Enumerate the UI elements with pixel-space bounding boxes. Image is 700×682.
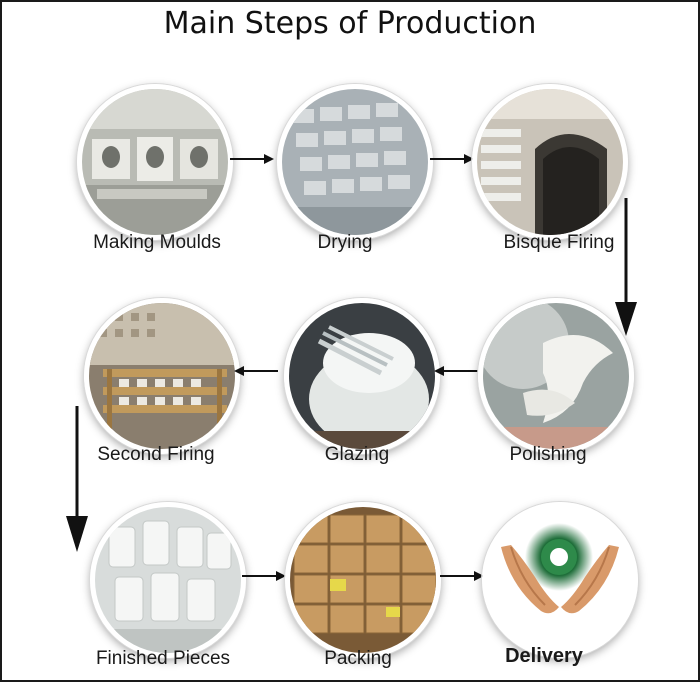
glazing-photo	[284, 298, 440, 454]
step-label-polishing: Polishing	[509, 444, 587, 465]
bisque-firing-photo	[472, 84, 628, 240]
step-label-finished-pieces: Finished Pieces	[95, 648, 231, 669]
step-label-glazing: Glazing	[324, 444, 390, 465]
diagram-title: Main Steps of Production	[163, 6, 537, 41]
arrow-right-1	[230, 154, 274, 164]
arrow-left-2	[434, 366, 478, 376]
step-label-delivery: Delivery	[505, 645, 583, 667]
arrow-right-2	[430, 154, 474, 164]
arrow-right-3	[242, 571, 286, 581]
packing-photo	[285, 502, 441, 658]
arrow-right-4	[440, 571, 484, 581]
step-label-second-firing: Second Firing	[97, 444, 215, 465]
drying-photo	[277, 84, 433, 240]
finished-pieces-photo	[90, 502, 246, 658]
making-moulds-photo	[77, 84, 233, 240]
delivery-photo	[482, 502, 638, 658]
arrow-left-1	[234, 366, 278, 376]
step-label-drying: Drying	[317, 232, 373, 253]
polishing-photo	[478, 298, 634, 454]
second-firing-photo	[84, 298, 240, 454]
step-label-making-moulds: Making Moulds	[93, 232, 221, 253]
arrow-down-left	[66, 406, 88, 552]
step-label-packing: Packing	[324, 648, 392, 669]
arrow-down-right	[615, 198, 637, 336]
step-label-bisque-firing: Bisque Firing	[503, 232, 615, 253]
